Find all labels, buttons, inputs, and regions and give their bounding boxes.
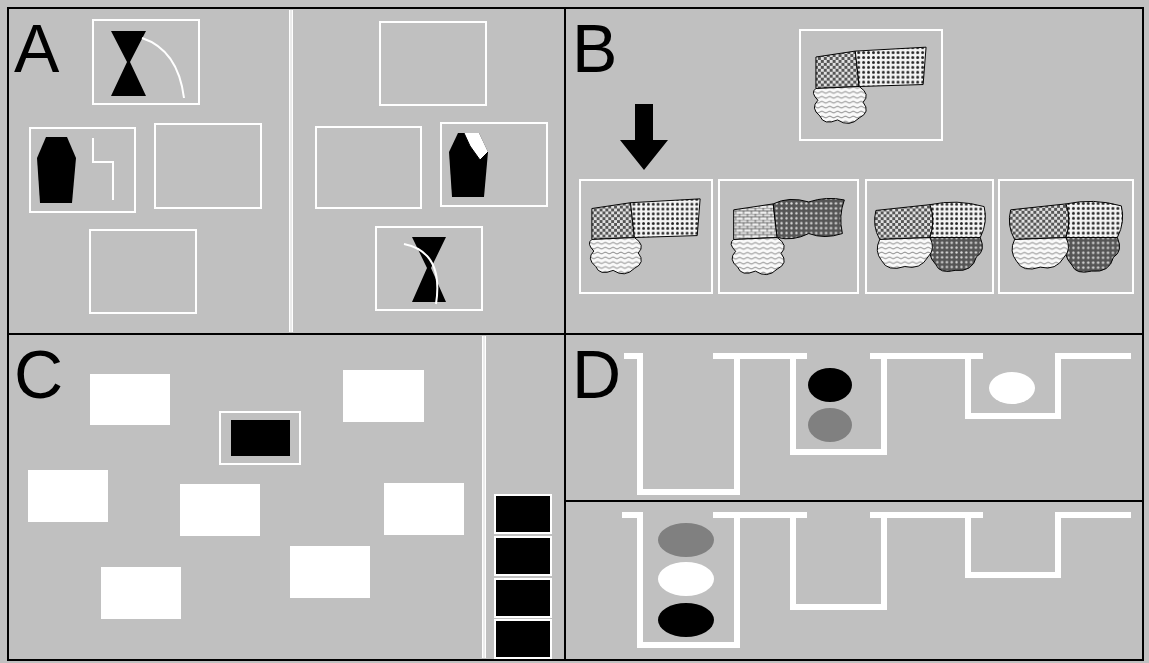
panel-c-art bbox=[28, 336, 551, 658]
panel-letter: C bbox=[14, 340, 63, 408]
panel-letter: B bbox=[572, 14, 617, 82]
panel-d-art bbox=[622, 356, 1131, 645]
panel-b-art bbox=[580, 30, 1133, 293]
panel-a-art bbox=[30, 10, 547, 332]
panel-letter: D bbox=[572, 340, 621, 408]
panel-frames bbox=[8, 8, 1143, 660]
panel-letter: A bbox=[14, 14, 59, 82]
